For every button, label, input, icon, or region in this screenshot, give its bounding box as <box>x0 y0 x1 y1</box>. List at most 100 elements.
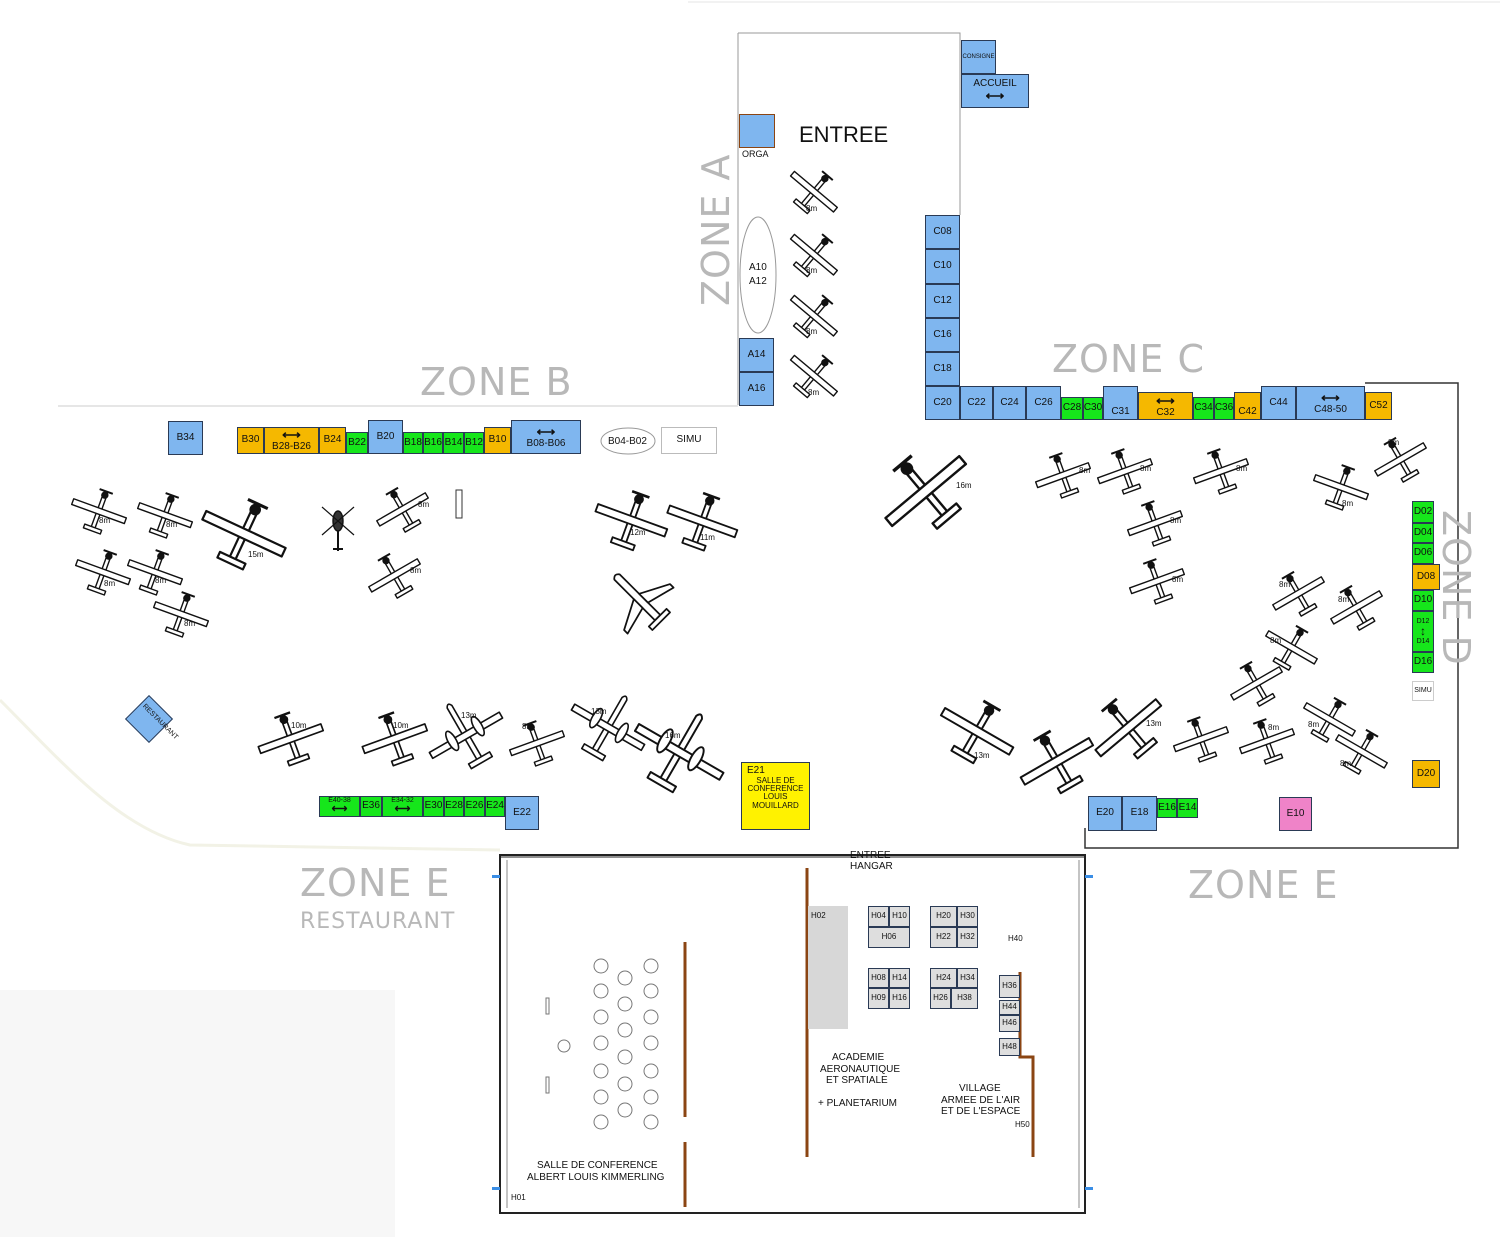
stand-e36[interactable]: E36 <box>360 796 382 817</box>
stand-c42[interactable]: C42 <box>1234 392 1261 420</box>
stand-d06[interactable]: D06 <box>1412 543 1434 564</box>
stand-e14[interactable]: E14 <box>1177 798 1198 818</box>
stand-h26[interactable]: H26 <box>930 988 951 1009</box>
village-label-1: VILLAGE <box>959 1083 1001 1094</box>
stand-b34[interactable]: B34 <box>168 421 203 455</box>
h50-label: H50 <box>1015 1120 1030 1129</box>
stand-c16[interactable]: C16 <box>925 318 960 352</box>
stand-e24[interactable]: E24 <box>485 796 505 817</box>
zone-c-title: ZONE C <box>1052 337 1205 381</box>
stand-c44[interactable]: C44 <box>1261 386 1296 420</box>
stand-h48[interactable]: H48 <box>999 1038 1020 1056</box>
a10-label: A10 <box>749 262 767 273</box>
accueil-stand[interactable]: ACCUEIL ⟷ <box>961 74 1029 108</box>
stand-c34[interactable]: C34 <box>1193 397 1214 420</box>
stand-b28-b26-label: B28-B26 <box>272 441 311 453</box>
stand-c20[interactable]: C20 <box>925 386 960 420</box>
stand-c26[interactable]: C26 <box>1026 386 1061 420</box>
stand-e21[interactable]: E21 SALLE DE CONFERENCE LOUIS MOUILLARD <box>741 762 810 830</box>
double-arrow-icon: ⟷ <box>331 803 348 816</box>
aircraft-size: 11m <box>700 533 715 542</box>
stand-h04[interactable]: H04 <box>868 906 889 927</box>
h01-label: H01 <box>511 1193 526 1202</box>
stand-c28[interactable]: C28 <box>1061 397 1083 420</box>
stand-c48-50[interactable]: ⟷ C48-50 <box>1296 386 1365 420</box>
vertical-arrow-icon: ↕ <box>1420 624 1426 639</box>
aircraft-size: 13m <box>461 711 477 720</box>
stand-h44[interactable]: H44 <box>999 1000 1020 1015</box>
stand-e28[interactable]: E28 <box>444 796 464 817</box>
stand-d10[interactable]: D10 <box>1412 590 1434 611</box>
stand-e20[interactable]: E20 <box>1088 796 1122 831</box>
stand-d12-d14[interactable]: D12 ↕ D14 <box>1412 611 1434 652</box>
stand-c31[interactable]: C31 <box>1103 386 1138 420</box>
stand-b24[interactable]: B24 <box>319 427 346 454</box>
stand-h22[interactable]: H22 <box>930 927 957 948</box>
stand-e16[interactable]: E16 <box>1157 798 1177 818</box>
simu-small-stand[interactable]: SIMU <box>1412 681 1434 701</box>
stand-e34-32[interactable]: E34-32 ⟷ <box>382 796 423 817</box>
stand-h24[interactable]: H24 <box>930 968 957 988</box>
aircraft-size: 8m <box>99 516 111 525</box>
stand-h34[interactable]: H34 <box>957 968 978 988</box>
stand-h32[interactable]: H32 <box>957 927 978 948</box>
stand-b16[interactable]: B16 <box>423 432 443 454</box>
simu-stand[interactable]: SIMU <box>661 427 717 454</box>
stand-h08[interactable]: H08 <box>868 968 889 988</box>
stand-a14[interactable]: A14 <box>739 338 774 372</box>
stand-h10[interactable]: H10 <box>889 906 910 927</box>
stand-b14[interactable]: B14 <box>443 432 464 454</box>
stand-h20[interactable]: H20 <box>930 906 957 927</box>
aircraft-size: 8m <box>1342 499 1354 508</box>
stand-c32[interactable]: ⟷ C32 <box>1138 392 1193 420</box>
stand-h14[interactable]: H14 <box>889 968 910 988</box>
stand-b10[interactable]: B10 <box>484 427 511 454</box>
zone-e-right-title: ZONE E <box>1188 863 1339 907</box>
stand-h46[interactable]: H46 <box>999 1015 1020 1032</box>
stand-e30[interactable]: E30 <box>423 796 444 817</box>
e21-desc-4: MOUILLARD <box>752 800 799 810</box>
stand-b22[interactable]: B22 <box>346 432 368 454</box>
stand-c18[interactable]: C18 <box>925 352 960 386</box>
stand-h36[interactable]: H36 <box>999 975 1020 998</box>
consigne-stand[interactable]: CONSIGNE <box>961 40 996 74</box>
stand-d20[interactable]: D20 <box>1412 760 1440 788</box>
double-arrow-icon: ⟷ <box>1156 392 1175 408</box>
stand-d04[interactable]: D04 <box>1412 523 1434 543</box>
stand-c10[interactable]: C10 <box>925 249 960 284</box>
orga-stand[interactable] <box>739 114 775 148</box>
aircraft-size: 8m <box>1308 720 1320 729</box>
stand-a16[interactable]: A16 <box>739 372 774 406</box>
aircraft-size: 8m <box>1338 595 1350 604</box>
stand-b08-b06[interactable]: ⟷ B08-B06 <box>511 420 581 454</box>
aircraft-size: 8m <box>166 520 178 529</box>
stand-h09[interactable]: H09 <box>868 988 889 1009</box>
stand-b28-b26[interactable]: ⟷ B28-B26 <box>264 427 319 454</box>
stand-h38[interactable]: H38 <box>951 988 978 1009</box>
stand-d02[interactable]: D02 <box>1412 501 1434 523</box>
stand-b20[interactable]: B20 <box>368 420 403 454</box>
stand-d08[interactable]: D08 <box>1412 564 1440 590</box>
stand-d16[interactable]: D16 <box>1412 652 1434 673</box>
stand-h06[interactable]: H06 <box>868 927 910 948</box>
stand-e22[interactable]: E22 <box>505 796 539 830</box>
stand-b18[interactable]: B18 <box>403 432 423 454</box>
stand-c22[interactable]: C22 <box>960 386 993 420</box>
stand-h16[interactable]: H16 <box>889 988 910 1009</box>
h02-label: H02 <box>811 911 826 920</box>
aircraft-size: 10m <box>393 721 409 730</box>
stand-c08[interactable]: C08 <box>925 215 960 249</box>
aircraft-size: 16m <box>956 481 972 490</box>
stand-h30[interactable]: H30 <box>957 906 978 927</box>
stand-e26[interactable]: E26 <box>464 796 485 817</box>
stand-c30[interactable]: C30 <box>1083 397 1103 420</box>
stand-c12[interactable]: C12 <box>925 284 960 318</box>
stand-b30[interactable]: B30 <box>237 427 264 454</box>
stand-c24[interactable]: C24 <box>993 386 1026 420</box>
stand-e10[interactable]: E10 <box>1279 797 1312 831</box>
stand-e40-38[interactable]: E40-38 ⟷ <box>319 796 360 817</box>
stand-c52[interactable]: C52 <box>1365 392 1392 420</box>
stand-c36[interactable]: C36 <box>1214 397 1234 420</box>
stand-e18[interactable]: E18 <box>1122 796 1157 831</box>
stand-b12[interactable]: B12 <box>464 432 484 454</box>
